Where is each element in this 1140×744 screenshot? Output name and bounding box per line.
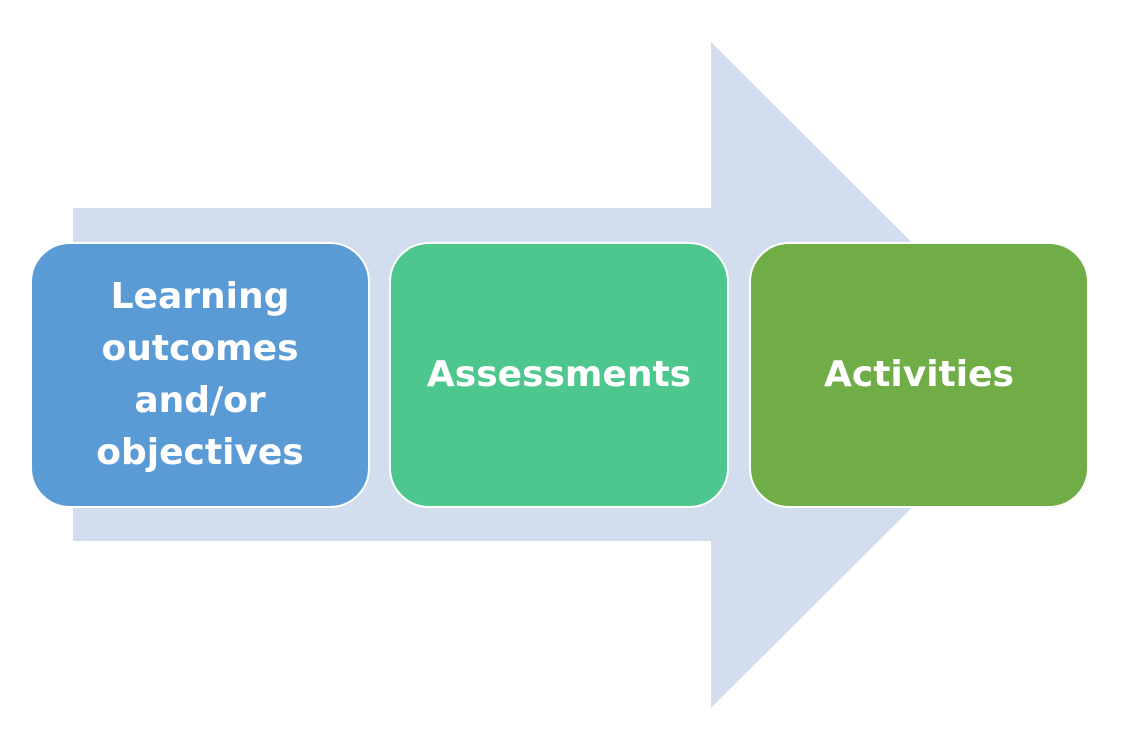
step-activities-box: Activities [749, 242, 1089, 508]
step-learning-outcomes-label: Learning outcomes and/or objectives [96, 276, 304, 473]
step-assessments-box: Assessments [389, 242, 729, 508]
step-activities-label: Activities [824, 354, 1014, 395]
step-assessments-label: Assessments [426, 354, 692, 395]
step-learning-outcomes-box: Learning outcomes and/or objectives [30, 242, 370, 508]
